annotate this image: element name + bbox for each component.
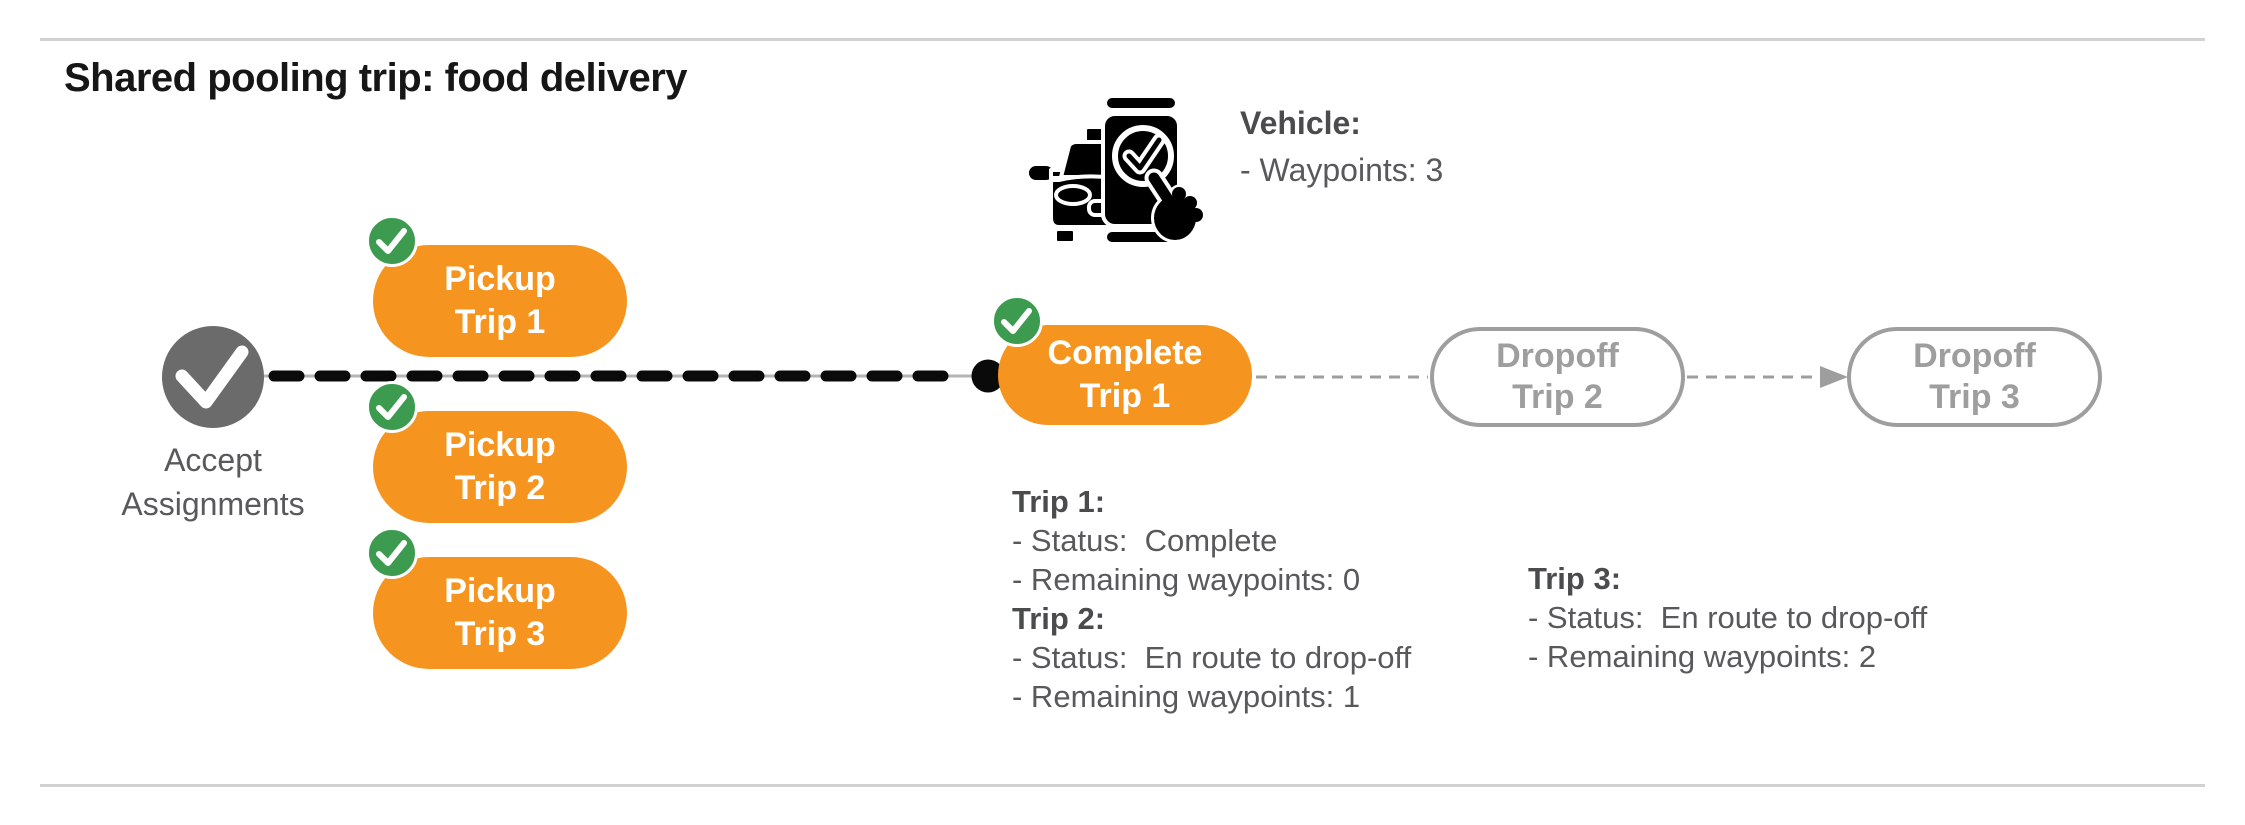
accept-assignments-label: Accept Assignments	[121, 442, 305, 522]
trip-status-block-3: Trip 3: - Status: En route to drop-off -…	[1528, 559, 1927, 676]
page-title: Shared pooling trip: food delivery	[64, 56, 688, 100]
node-dropoff-trip-3: Dropoff Trip 3	[1847, 327, 2102, 427]
node-pickup-trip-1: Pickup Trip 1	[366, 215, 627, 357]
check-badge-icon	[366, 381, 418, 433]
trip-3-header: Trip 3:	[1528, 561, 1622, 596]
node-complete-trip-1: Complete Trip 1	[991, 295, 1252, 425]
check-badge-icon	[366, 215, 418, 267]
vehicle-phone-check-icon	[1025, 94, 1205, 245]
trip-2-waypoints: - Remaining waypoints: 1	[1012, 679, 1361, 714]
node-dropoff-trip-2: Dropoff Trip 2	[1430, 327, 1685, 427]
current-waypoint-dot	[971, 359, 1005, 393]
vehicle-waypoints: - Waypoints: 3	[1240, 152, 1444, 188]
trip-2-header: Trip 2:	[1012, 601, 1106, 636]
trip-2-status: - Status: En route to drop-off	[1012, 640, 1412, 675]
vehicle-label: Vehicle:	[1240, 105, 1361, 141]
check-badge-icon	[366, 527, 418, 579]
accept-assignments-node	[162, 326, 264, 428]
accept-check-icon	[175, 345, 249, 409]
trip-status-block-1-2: Trip 1: - Status: Complete - Remaining w…	[1012, 482, 1411, 716]
node-pickup-trip-2: Pickup Trip 2	[366, 381, 627, 523]
trip-3-waypoints: - Remaining waypoints: 2	[1528, 639, 1877, 674]
trip-1-waypoints: - Remaining waypoints: 0	[1012, 562, 1361, 597]
trip-1-status: - Status: Complete	[1012, 523, 1278, 558]
node-pickup-trip-3: Pickup Trip 3	[366, 527, 627, 669]
bottom-divider	[40, 784, 2205, 787]
check-badge-icon	[991, 295, 1043, 347]
dropoff3-arrowhead	[1820, 366, 1848, 388]
trip-1-header: Trip 1:	[1012, 484, 1106, 519]
top-divider	[40, 38, 2205, 41]
trip-3-status: - Status: En route to drop-off	[1528, 600, 1928, 635]
vehicle-info: Vehicle: - Waypoints: 3	[1240, 100, 1443, 194]
